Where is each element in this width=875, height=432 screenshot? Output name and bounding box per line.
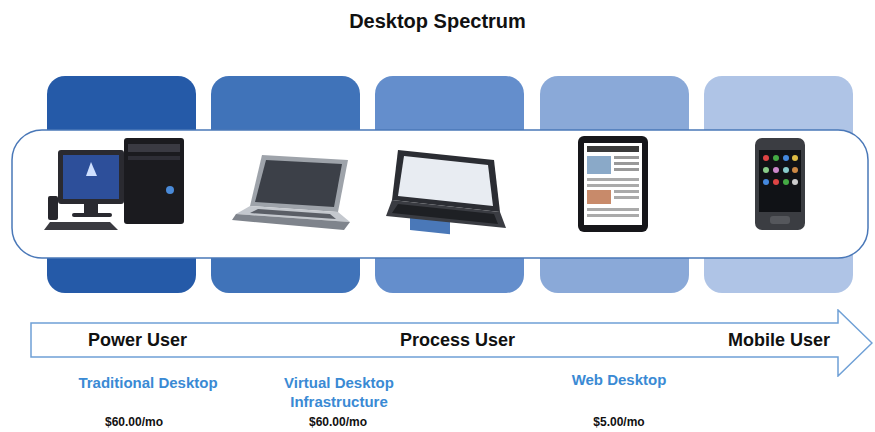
price: $5.00/mo xyxy=(569,415,669,429)
tablet xyxy=(578,136,648,232)
laptop xyxy=(232,155,350,230)
desktop-type: Traditional Desktop xyxy=(48,373,248,392)
arrow-text-row: Power User Process User Mobile User xyxy=(30,323,873,357)
desktop-type: Virtual Desktop Infrastructure xyxy=(269,373,409,411)
netbook xyxy=(386,150,506,234)
tile xyxy=(47,76,196,293)
device-band xyxy=(12,130,868,258)
phone xyxy=(755,138,805,230)
user-type: Mobile User xyxy=(728,329,830,351)
spectrum-arrow: Power User Process User Mobile User xyxy=(30,309,873,377)
price: $60.00/mo xyxy=(84,415,184,429)
arrow-shape xyxy=(31,310,872,376)
user-type: Power User xyxy=(88,329,187,351)
price: $60.00/mo xyxy=(288,415,388,429)
user-type: Process User xyxy=(400,329,515,351)
diagram-title: Desktop Spectrum xyxy=(0,9,875,33)
desktop-pc xyxy=(44,138,184,230)
desktop-type: Web Desktop xyxy=(539,370,699,389)
